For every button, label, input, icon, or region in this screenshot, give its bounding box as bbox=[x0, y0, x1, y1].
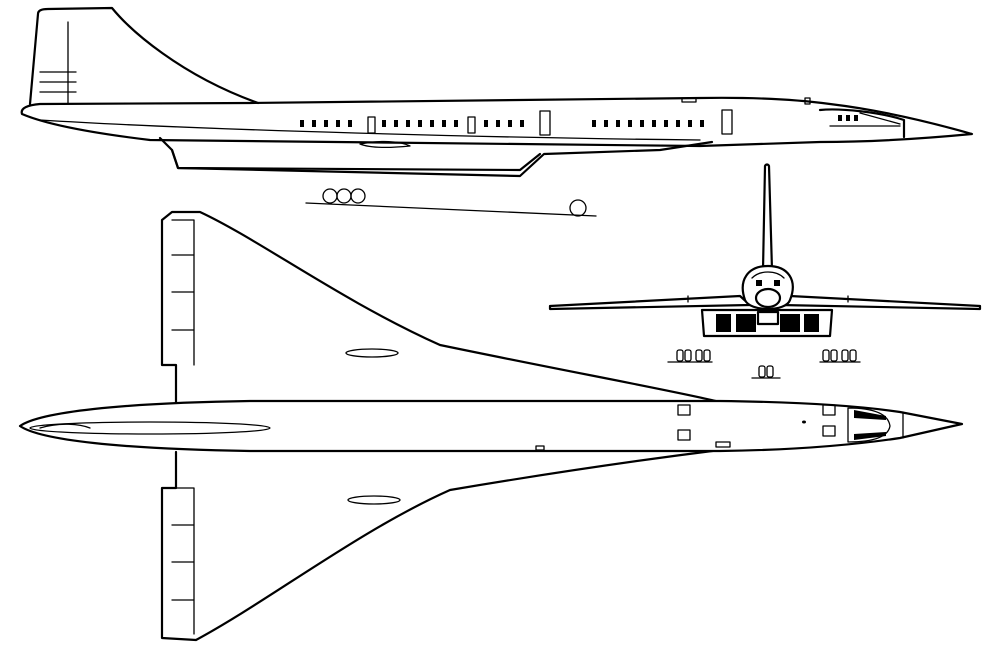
side-window bbox=[508, 120, 512, 127]
front-cockpit bbox=[751, 271, 785, 279]
side-main-wheel bbox=[350, 188, 366, 204]
side-cockpit-panel bbox=[829, 112, 901, 127]
cockpit-window bbox=[838, 115, 842, 121]
top-hatch bbox=[715, 441, 731, 448]
side-window bbox=[406, 120, 410, 127]
side-wing-fairing bbox=[359, 140, 411, 148]
front-gear-wheel bbox=[703, 349, 711, 362]
side-window bbox=[604, 120, 608, 127]
side-window-row bbox=[300, 120, 704, 127]
top-hatch bbox=[677, 404, 691, 416]
side-window bbox=[442, 120, 446, 127]
side-door bbox=[539, 110, 551, 136]
cockpit-window bbox=[854, 115, 858, 121]
top-nose-tip bbox=[39, 423, 91, 429]
side-window bbox=[664, 120, 668, 127]
top-wing-lower bbox=[160, 448, 722, 642]
front-gear-wheel bbox=[676, 349, 684, 362]
side-tail-fin bbox=[28, 6, 260, 106]
side-window bbox=[454, 120, 458, 127]
side-main-wheel bbox=[336, 188, 352, 204]
front-gear-wheel bbox=[849, 349, 857, 362]
front-gear-wheel bbox=[766, 365, 774, 378]
top-fin-root bbox=[29, 421, 271, 435]
top-hatch bbox=[822, 425, 836, 437]
front-intake bbox=[736, 314, 756, 332]
side-window bbox=[700, 120, 704, 127]
front-view bbox=[548, 163, 982, 379]
top-cockpit-glazing bbox=[854, 410, 886, 420]
side-window bbox=[484, 120, 488, 127]
top-cockpit bbox=[847, 407, 891, 443]
side-view bbox=[20, 6, 974, 217]
front-gear-wheel bbox=[830, 349, 838, 362]
side-window bbox=[592, 120, 596, 127]
side-window bbox=[520, 120, 524, 127]
front-gear-wheel bbox=[695, 349, 703, 362]
top-wing-fairing bbox=[345, 348, 399, 358]
top-cockpit-glazing bbox=[854, 432, 886, 440]
side-window bbox=[324, 120, 328, 127]
front-gear-wheel bbox=[684, 349, 692, 362]
side-window bbox=[418, 120, 422, 127]
side-window bbox=[616, 120, 620, 127]
side-window bbox=[688, 120, 692, 127]
top-hatch bbox=[822, 404, 836, 416]
front-landing-gear bbox=[676, 349, 857, 378]
side-window bbox=[430, 120, 434, 127]
top-hatch bbox=[677, 429, 691, 441]
top-elevons-lower bbox=[171, 487, 195, 635]
side-window bbox=[312, 120, 316, 127]
side-door bbox=[467, 116, 476, 134]
side-window bbox=[382, 120, 386, 127]
front-intake bbox=[780, 314, 800, 332]
side-ground-line bbox=[305, 202, 597, 217]
side-window bbox=[300, 120, 304, 127]
front-nose bbox=[754, 287, 782, 309]
side-rudder bbox=[39, 21, 77, 105]
top-view bbox=[18, 210, 964, 642]
front-intake-divider bbox=[756, 310, 780, 326]
side-window bbox=[676, 120, 680, 127]
side-nacelle-box bbox=[170, 148, 542, 172]
front-gear-wheel bbox=[841, 349, 849, 362]
cockpit-window bbox=[846, 115, 850, 121]
side-nose-wheel bbox=[569, 199, 587, 217]
side-hatch bbox=[681, 97, 697, 103]
side-window bbox=[628, 120, 632, 127]
side-door bbox=[721, 109, 733, 135]
side-antenna bbox=[804, 97, 811, 105]
side-cockpit bbox=[818, 108, 906, 139]
front-gear-wheel bbox=[758, 365, 766, 378]
side-window bbox=[394, 120, 398, 127]
side-main-wheel bbox=[322, 188, 338, 204]
top-marker bbox=[802, 420, 806, 424]
side-window bbox=[336, 120, 340, 127]
front-gear-wheel bbox=[822, 349, 830, 362]
front-intake bbox=[716, 314, 731, 332]
top-elevons-upper bbox=[171, 219, 195, 366]
side-window bbox=[652, 120, 656, 127]
front-cockpit-window bbox=[756, 280, 780, 286]
side-fuselage-lower-line bbox=[39, 119, 701, 141]
side-window bbox=[496, 120, 500, 127]
front-wing-fence bbox=[687, 295, 849, 303]
front-intake bbox=[804, 314, 819, 332]
side-door bbox=[367, 116, 376, 134]
top-hatch bbox=[535, 445, 545, 451]
top-wing-fairing bbox=[347, 495, 401, 505]
side-window bbox=[348, 120, 352, 127]
top-fuselage bbox=[18, 399, 964, 453]
side-fuselage bbox=[20, 96, 974, 148]
top-wing-upper bbox=[160, 210, 722, 404]
side-window bbox=[640, 120, 644, 127]
front-tail-fin bbox=[761, 163, 774, 272]
